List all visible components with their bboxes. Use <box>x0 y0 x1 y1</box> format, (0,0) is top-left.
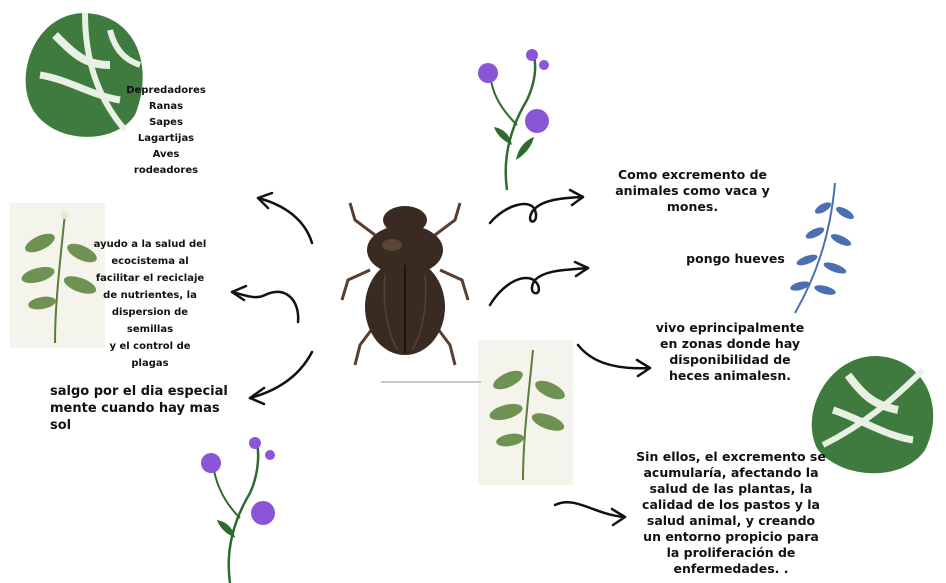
ecosystem-line: y el control de plagas <box>90 338 210 372</box>
without-line: salud de las plantas, la <box>622 481 840 497</box>
habitat-line: en zonas donde hay <box>640 336 820 352</box>
predator-item: Lagartijas <box>120 131 212 147</box>
ecosystem-line: ecocistema al <box>90 253 210 270</box>
without-line: la proliferación de <box>622 545 840 561</box>
sun-line: mente cuando hay mas <box>50 400 240 417</box>
predator-item: Aves <box>120 147 212 163</box>
sun-text: salgo por el dia especial mente cuando h… <box>50 383 240 434</box>
ecosystem-line: ayudo a la salud del <box>90 236 210 253</box>
ecosystem-line: dispersion de semillas <box>90 304 210 338</box>
without-line: acumularía, afectando la <box>622 465 840 481</box>
habitat-line: heces animalesn. <box>640 368 820 384</box>
without-line: Sin ellos, el excremento se <box>622 449 840 465</box>
without-text: Sin ellos, el excremento se acumularía, … <box>622 449 840 577</box>
predator-item: Ranas <box>120 99 212 115</box>
predator-item: rodeadores <box>120 163 212 179</box>
excrement-line: Como excremento de <box>600 167 785 183</box>
habitat-text: vivo eprincipalmente en zonas donde hay … <box>640 320 820 384</box>
eggs-text: pongo hueves <box>678 251 793 267</box>
without-line: calidad de los pastos y la <box>622 497 840 513</box>
excrement-line: mones. <box>600 199 785 215</box>
habitat-line: vivo eprincipalmente <box>640 320 820 336</box>
predators-list: Depredadores Ranas Sapes Lagartijas Aves… <box>120 83 212 179</box>
excrement-text: Como excremento de animales como vaca y … <box>600 167 785 215</box>
without-line: salud animal, y creando <box>622 513 840 529</box>
sun-line: salgo por el dia especial <box>50 383 240 400</box>
habitat-line: disponibilidad de <box>640 352 820 368</box>
excrement-line: animales como vaca y <box>600 183 785 199</box>
without-line: enfermedades. . <box>622 561 840 577</box>
without-line: un entorno propicio para <box>622 529 840 545</box>
ecosystem-text: ayudo a la salud del ecocistema al facil… <box>90 236 210 372</box>
predator-item: Sapes <box>120 115 212 131</box>
predator-item: Depredadores <box>120 83 212 99</box>
sun-line: sol <box>50 417 240 434</box>
ecosystem-line: de nutrientes, la <box>90 287 210 304</box>
ecosystem-line: facilitar el reciclaje <box>90 270 210 287</box>
